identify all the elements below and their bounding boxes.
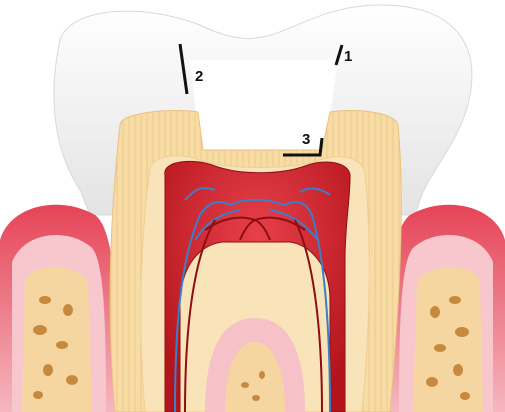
cavity-preparation <box>190 60 338 150</box>
bone-right <box>413 267 483 412</box>
bone-left <box>22 267 92 412</box>
label-3: 3 <box>302 131 310 148</box>
label-1: 1 <box>344 48 352 65</box>
label-2: 2 <box>195 68 203 85</box>
